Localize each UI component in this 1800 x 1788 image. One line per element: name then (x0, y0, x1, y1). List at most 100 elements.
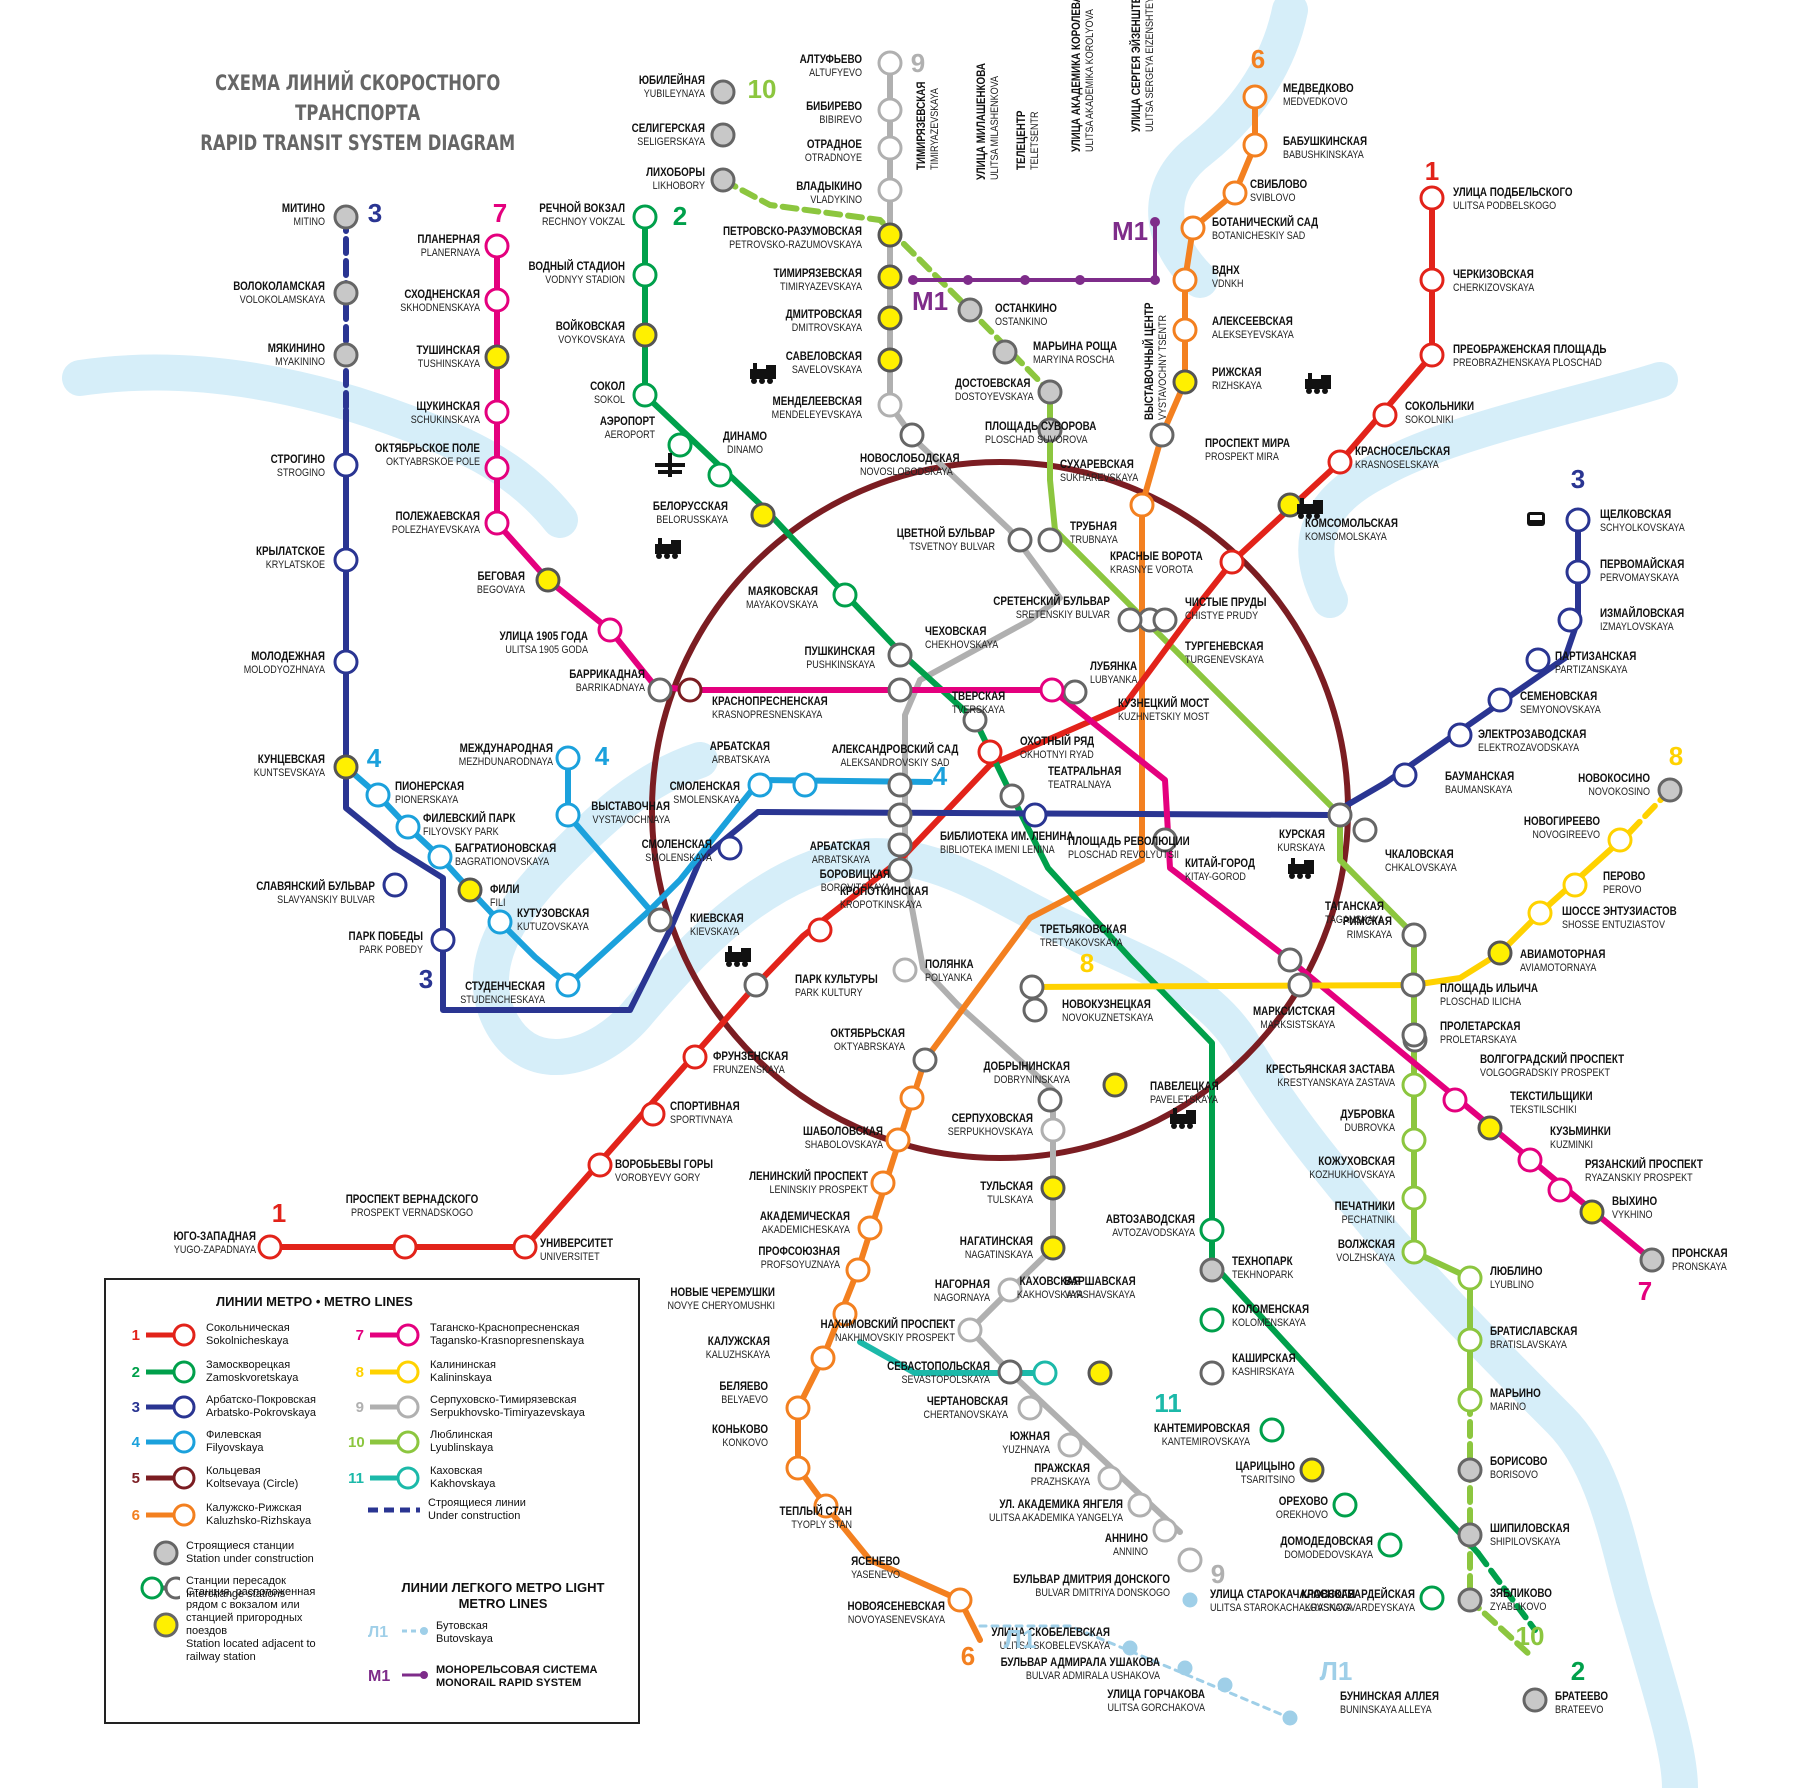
station-marker-kashirskaya (1199, 1360, 1225, 1386)
monorail-stop-1 (963, 275, 973, 285)
station-label-babushkinskaya-en: BABUSHKINSKAYA (1283, 149, 1364, 161)
station-label-ryazanskiy-ru: РЯЗАНСКИЙ ПРОСПЕКТ (1585, 1157, 1703, 1171)
station-label-timiryazevskaya-en: TIMIRYAZEVSKAYA (780, 281, 862, 293)
station-marker-ploschadrev (1022, 802, 1048, 828)
station-marker-novoslobodskaya (899, 422, 925, 448)
station-marker-tretyakovskaya (1019, 974, 1045, 1000)
station-label-starokachalovskaya-en: ULITSA STAROKACHALOVSKAYA (1210, 1602, 1352, 1614)
map-title: СХЕМА ЛИНИЙ СКОРОСТНОГО ТРАНСПОРТА RAPID… (190, 68, 525, 158)
station-label-volgogradskiy-ru: ВОЛГОГРАДСКИЙ ПРОСПЕКТ (1480, 1052, 1624, 1066)
line-8-central (1029, 982, 1416, 990)
station-label-tushinskaya-ru: ТУШИНСКАЯ (417, 344, 481, 357)
station-label-bagrationovskaya-en: BAGRATIONOVSKAYA (455, 856, 549, 868)
station-label-borisovo-en: BORISOVO (1490, 1469, 1538, 1481)
station-marker-turgenevskaya (1152, 607, 1178, 633)
station-label-suvorova-ru: ПЛОЩАДЬ СУВОРОВА (985, 420, 1096, 433)
station-label-leninskiy-en: LENINSKIY PROSPEKT (770, 1184, 868, 1196)
station-label-smolenskaya3-en: SMOLENSKAYA (645, 852, 712, 864)
monorail-label-telecentr-ru: ТЕЛЕЦЕНТР (1015, 111, 1028, 170)
station-label-tsaritsyno-en: TSARITSINO (1241, 1474, 1295, 1486)
station-marker-kitaygorod (1152, 827, 1178, 853)
station-label-skobelevskaya-ru: УЛИЦА СКОБЕЛЕВСКАЯ (991, 1626, 1110, 1639)
station-label-podbelskogo-en: ULITSA PODBELSKOGO (1453, 200, 1556, 212)
station-marker-vykhino (1579, 1199, 1605, 1225)
station-label-ilicha-en: PLOSCHAD ILICHA (1440, 996, 1521, 1008)
station-marker-entuziastov (1527, 900, 1553, 926)
station-marker-yasenevo (813, 1493, 839, 1519)
legend-line-number: 2 (131, 1363, 140, 1381)
station-label-kakhovskaya-ru: КАХОВСКАЯ (1019, 1275, 1080, 1288)
legend-line-number: 3 (131, 1398, 140, 1416)
station-label-starokachalovskaya-ru: УЛИЦА СТАРОКАЧАЛОВСКАЯ (1210, 1588, 1355, 1601)
station-label-polyanka-en: POLYANKA (925, 972, 973, 984)
map-title-en: RAPID TRANSIT SYSTEM DIAGRAM (200, 131, 516, 155)
line-3 (343, 407, 1581, 1013)
station-label-molodezhnaya-ru: МОЛОДЕЖНАЯ (251, 650, 325, 663)
station-label-chekhovskaya-en: CHEKHOVSKAYA (925, 639, 999, 651)
station-label-serpukhovskaya-en: SERPUKHOVSKAYA (948, 1126, 1034, 1138)
legend-line-number: 8 (355, 1363, 364, 1381)
legend-mono-symbol: M1 (368, 1668, 391, 1685)
legend-line-swatch (144, 1428, 200, 1456)
station-label-kashirskaya-ru: КАШИРСКАЯ (1232, 1352, 1296, 1365)
station-label-polezhaevskaya-en: POLEZHAYEVSKAYA (392, 524, 480, 536)
train-icon (1288, 858, 1314, 879)
station-label-podbelskogo-ru: УЛИЦА ПОДБЕЛЬСКОГО (1453, 186, 1573, 199)
station-marker-planernaya (484, 233, 510, 259)
line-number-n9: 9 (911, 48, 925, 78)
station-label-marksistskaya-ru: МАРКСИСТСКАЯ (1253, 1005, 1335, 1018)
station-marker-ilicha (1400, 972, 1426, 998)
station-marker-parkpobedy (430, 927, 456, 953)
station-label-parkpobedy-ru: ПАРК ПОБЕДЫ (349, 930, 423, 943)
legend-line-number: 6 (131, 1506, 140, 1524)
station-label-chkalovskaya-ru: ЧКАЛОВСКАЯ (1385, 848, 1454, 861)
station-label-krasnyevorota-en: KRASNYE VOROTA (1110, 564, 1193, 576)
station-marker-baumanskaya (1392, 762, 1418, 788)
station-marker-krasnoselskaya (1327, 449, 1353, 475)
station-marker-strogino (333, 452, 359, 478)
station-label-vorobyevy-ru: ВОРОБЬЕВЫ ГОРЫ (615, 1158, 713, 1171)
station-label-sokol-en: SOKOL (594, 394, 625, 406)
station-marker-skobelevskaya (1122, 1640, 1138, 1656)
station-marker-akademicheskaya (870, 1170, 896, 1196)
station-label-sviblovo-ru: СВИБЛОВО (1250, 178, 1308, 191)
legend-light-title: ЛИНИИ ЛЕГКОГО МЕТРО LIGHT METRO LINES (401, 1580, 605, 1611)
station-label-konkovo-en: KONKOVO (722, 1437, 768, 1449)
station-label-bagrationovskaya-ru: БАГРАТИОНОВСКАЯ (455, 842, 556, 855)
station-marker-barrikadnaya (647, 677, 673, 703)
line-number-n1b: 1 (272, 1198, 286, 1228)
station-label-timiryazevskaya-ru: ТИМИРЯЗЕВСКАЯ (774, 267, 863, 280)
station-label-oktyabrskoepole-ru: ОКТЯБРЬСКОЕ ПОЛЕ (375, 442, 480, 455)
station-label-dobryninskaya-en: DOBRYNINSKAYA (994, 1074, 1070, 1086)
station-label-entuziastov-ru: ШОССЕ ЭНТУЗИАСТОВ (1562, 905, 1677, 918)
station-marker-nagornaya (997, 1277, 1023, 1303)
station-label-tulskaya-en: TULSKAYA (987, 1194, 1033, 1206)
